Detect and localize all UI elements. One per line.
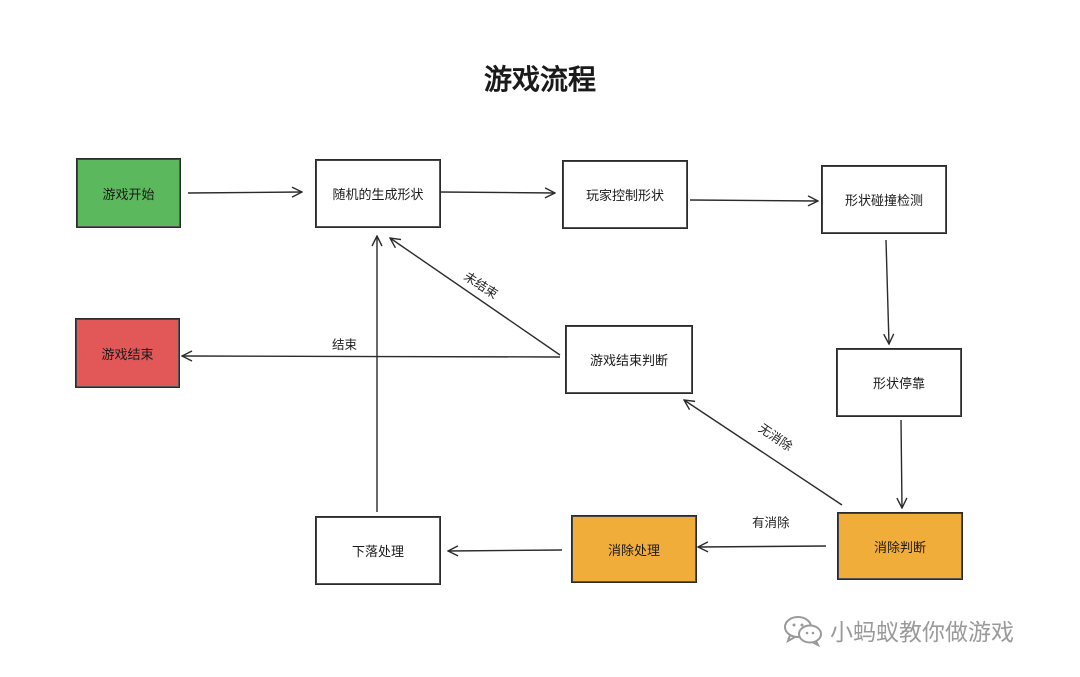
arrow-gameover-to-random <box>390 238 561 356</box>
watermark: 小蚂蚁教你做游戏 <box>782 612 1014 648</box>
page-title: 游戏流程 <box>483 63 596 96</box>
arrow-dock-to-clearcheck <box>901 419 902 508</box>
arrow-clearprocess-to-drop <box>448 550 563 551</box>
arrow-start-to-random <box>187 192 302 193</box>
node-random-shape: 随机的生成形状 <box>315 159 441 228</box>
watermark-text: 小蚂蚁教你做游戏 <box>830 620 1014 646</box>
label-has-clear: 有消除 <box>752 515 790 530</box>
node-clear-process: 消除处理 <box>571 515 697 583</box>
arrow-random-to-control <box>439 192 555 193</box>
arrow-control-to-collision <box>689 200 818 201</box>
node-shape-dock: 形状停靠 <box>836 348 962 417</box>
node-clear-check: 消除判断 <box>837 512 963 580</box>
node-drop-process: 下落处理 <box>315 516 441 585</box>
arrow-gameover-to-end <box>182 356 561 357</box>
arrow-collision-to-dock <box>886 239 889 344</box>
wechat-icon <box>784 616 822 647</box>
node-game-over-check: 游戏结束判断 <box>565 325 693 394</box>
node-start: 游戏开始 <box>76 158 181 228</box>
label-over: 结束 <box>332 337 358 352</box>
arrow-clearcheck-to-clearprocess <box>698 546 827 547</box>
node-collision-check: 形状碰撞检测 <box>821 165 947 234</box>
node-end: 游戏结束 <box>75 318 180 388</box>
arrow-clearcheck-to-gameover <box>684 400 843 506</box>
node-player-control: 玩家控制形状 <box>562 160 688 229</box>
